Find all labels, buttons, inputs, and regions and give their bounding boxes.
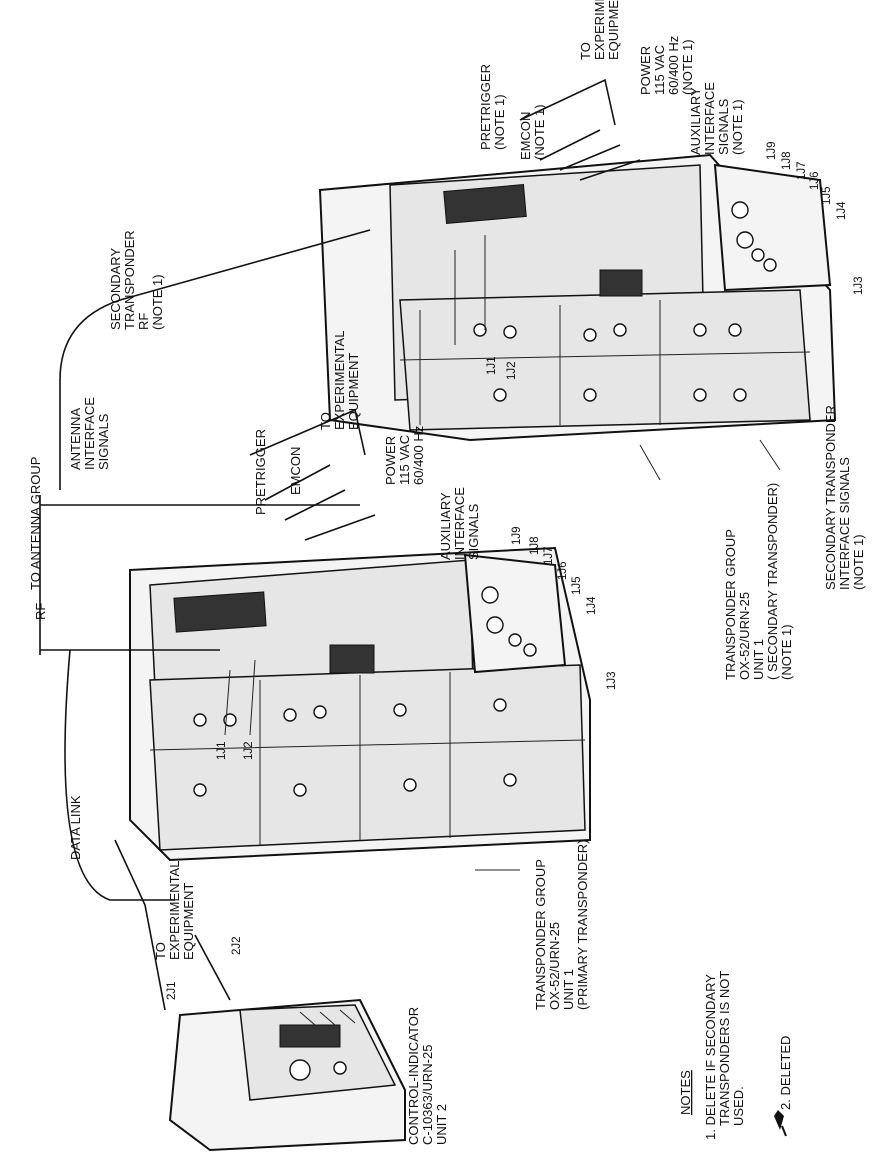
top-emcon-label: EMCON (NOTE 1): [518, 104, 547, 160]
connector-2j2: 2J2: [231, 936, 243, 955]
secondary-transponder-unit: [318, 153, 837, 442]
top-experimental-equipment-label: TO EXPERIMENTAL EQUIPMENT: [578, 0, 621, 60]
connector-1j9-primary: 1J9: [511, 526, 523, 545]
connector-1j8-secondary: 1J8: [781, 151, 793, 170]
connector-1j4-primary: 1J4: [586, 596, 598, 615]
top-power-label: POWER 115 VAC 60/400 Hz (NOTE 1): [638, 32, 695, 95]
control-indicator-caption: CONTROL-INDICATOR C-10363/URN-25 UNIT 2: [406, 1003, 449, 1145]
antenna-interface-signals-label: ANTENNA INTERFACE SIGNALS: [68, 393, 111, 470]
connector-1j8-primary: 1J8: [529, 536, 541, 555]
connector-1j9-secondary: 1J9: [766, 141, 778, 160]
mid-power-label: POWER 115 VAC 60/400 Hz: [383, 426, 426, 485]
control-indicator-unit: [168, 998, 406, 1152]
bottom-experimental-equipment-label: TO EXPERIMENTAL EQUIPMENT: [153, 857, 196, 960]
data-link-label: DATA LINK: [68, 795, 83, 860]
notes-heading: NOTES: [678, 1070, 693, 1115]
connector-1j7-primary: 1J7: [543, 546, 555, 565]
rf-label: RF: [33, 603, 48, 620]
secondary-transponder-group-caption: TRANSPONDER GROUP OX-52/URN-25 UNIT 1 ( …: [723, 479, 794, 680]
connector-1j1-primary: 1J1: [216, 741, 228, 760]
primary-transponder-group-caption: TRANSPONDER GROUP OX-52/URN-25 UNIT 1 (P…: [533, 840, 590, 1010]
mid-experimental-equipment-label: TO EXPERIMENTAL EQUIPMENT: [318, 327, 361, 430]
labels: TO ANTENNA GROUP RF ANTENNA INTERFACE SI…: [28, 0, 866, 1145]
connector-1j4-secondary: 1J4: [836, 201, 848, 220]
top-pretrigger-label: PRETRIGGER (NOTE 1): [478, 60, 507, 150]
note-1: 1. DELETE IF SECONDARY TRANSPONDERS IS N…: [703, 967, 746, 1140]
connector-1j5-primary: 1J5: [571, 576, 583, 595]
interconnect-wiring: [39, 78, 781, 1011]
connector-1j3-primary: 1J3: [606, 671, 618, 690]
to-antenna-group-label: TO ANTENNA GROUP: [28, 457, 43, 590]
connector-1j1-secondary: 1J1: [486, 356, 498, 375]
top-auxiliary-label: AUXILIARY INTERFACE SIGNALS (NOTE 1): [688, 78, 745, 155]
primary-transponder-unit: [129, 546, 591, 862]
connector-1j7-secondary: 1J7: [796, 161, 808, 180]
mid-auxiliary-label: AUXILIARY INTERFACE SIGNALS: [438, 483, 481, 560]
note-2: 2. DELETED: [778, 1036, 793, 1110]
secondary-interface-signals-caption: SECONDARY TRANSPONDER INTERFACE SIGNALS …: [823, 401, 866, 590]
secondary-transponder-rf-label: SECONDARY TRANSPONDER RF (NOTE 1): [108, 227, 165, 330]
pointing-hand-icon: [774, 1110, 787, 1137]
mid-pretrigger-label: PRETRIGGER: [253, 429, 268, 515]
connector-1j6-secondary: 1J6: [809, 171, 821, 190]
connector-1j6-primary: 1J6: [557, 561, 569, 580]
connector-1j3-secondary: 1J3: [853, 276, 865, 295]
mid-emcon-label: EMCON: [288, 447, 303, 495]
connector-1j2-secondary: 1J2: [506, 361, 518, 380]
connector-2j1: 2J1: [166, 981, 178, 1000]
connector-1j2-primary: 1J2: [243, 741, 255, 760]
connector-1j5-secondary: 1J5: [821, 186, 833, 205]
